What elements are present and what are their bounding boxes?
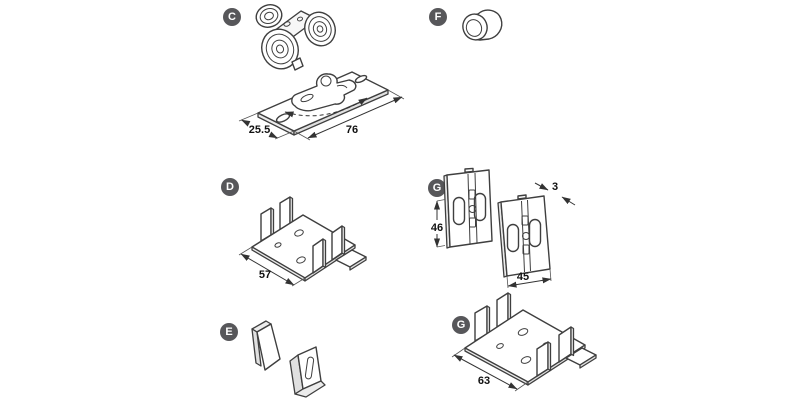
bracket-front-tabs: [536, 326, 575, 377]
roller-front-left-wheel: [261, 28, 299, 70]
mounting-plate-right: [497, 194, 551, 278]
mounting-plate-left: [443, 167, 493, 249]
dim-57-label: 57: [259, 269, 271, 281]
bracket-front-tabs: [312, 225, 346, 274]
dim-63-label: 63: [478, 375, 490, 387]
dim-76: 76: [293, 89, 405, 141]
dim-57: 57: [238, 246, 306, 287]
dim-45: 45: [506, 268, 552, 289]
guide-stop-left: [251, 320, 281, 371]
swivel-motion-arrow: [284, 97, 368, 118]
part-g-bracket-drawing: 63: [451, 292, 597, 392]
dim-46: 46: [431, 199, 446, 248]
part-d-bracket-drawing: 57: [238, 196, 367, 287]
dim-45-label: 45: [517, 271, 529, 283]
roller-right-wheel: [304, 11, 336, 47]
roller-axle-tab: [291, 57, 304, 71]
part-badge-c: C: [223, 8, 241, 26]
bracket-back-tabs: [474, 292, 512, 342]
part-e-guides-drawing: [251, 320, 326, 398]
dim-25-5-label: 25.5: [249, 124, 270, 136]
dim-76-label: 76: [346, 124, 358, 136]
guide-stop-right: [289, 346, 326, 398]
part-badge-g-bracket: G: [452, 316, 470, 334]
part-c-plate-drawing: 25.5 76: [238, 71, 405, 141]
dim-63: 63: [451, 347, 529, 392]
part-badge-g-plates: G: [428, 179, 446, 197]
part-c-roller-drawing: [255, 4, 336, 71]
roller-back-left-wheel: [255, 4, 283, 28]
part-g-plates-drawing: 46 3 45: [431, 167, 576, 289]
part-badge-e: E: [220, 323, 238, 341]
part-badge-f: F: [429, 8, 447, 26]
part-f-bushing-drawing: [462, 9, 503, 41]
dim-3-label: 3: [552, 181, 558, 193]
dim-3: 3: [534, 181, 576, 206]
dim-46-label: 46: [431, 222, 443, 234]
dim-25-5: 25.5: [238, 112, 295, 140]
part-badge-d: D: [221, 178, 239, 196]
